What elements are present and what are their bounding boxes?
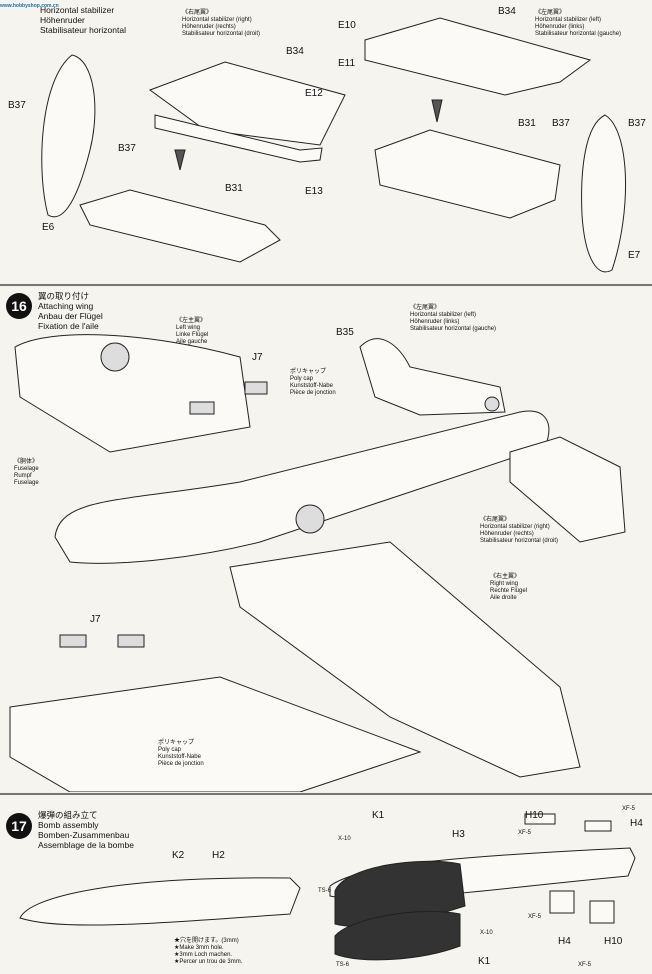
step17-title: 爆弾の組み立て Bomb assembly Bomben-Zusammenbau… — [38, 810, 134, 850]
right-stabilizer-label: 《右尾翼》 Horizontal stabilizer (right) Höhe… — [182, 10, 261, 37]
wing-assembly-drawing — [9, 334, 626, 792]
part-b31: B31 — [225, 183, 243, 194]
part-e6: E6 — [42, 222, 55, 233]
part-j7: J7 — [252, 352, 263, 363]
part-h10: H10 — [604, 936, 623, 947]
part-b31: B31 — [518, 118, 536, 129]
paint-code: X-10 — [480, 930, 493, 936]
paint-code: XF-5 — [578, 962, 592, 968]
paint-code: XF-5 — [518, 830, 532, 836]
step-stabilizer-panel: Horizontal stabilizer Höhenruder Stabili… — [0, 0, 652, 283]
bomb-assembly-drawing — [19, 813, 636, 961]
left-stabilizer-label: 《左尾翼》 Horizontal stabilizer (left) Höhen… — [535, 10, 622, 37]
part-h4: H4 — [630, 818, 643, 829]
step-number: 16 — [6, 293, 32, 319]
part-k1: K1 — [478, 956, 491, 967]
step17-panel: 17 爆弾の組み立て Bomb assembly Bomben-Zusammen… — [0, 796, 652, 974]
step16-panel: 16 翼の取り付け Attaching wing Anbau der Flüge… — [0, 287, 652, 792]
watermark-logo: www.hobbyshop.com.cn — [0, 0, 59, 42]
part-e7: E7 — [628, 250, 641, 261]
part-e11: E11 — [338, 58, 356, 69]
part-b34: B34 — [498, 6, 516, 17]
paint-code: TS-6 — [336, 962, 350, 968]
fuselage-label: 《胴体》 Fuselage Rumpf Fuselage — [14, 459, 39, 486]
part-e13: E13 — [305, 186, 323, 197]
divider — [0, 793, 652, 795]
part-h10: H10 — [525, 810, 544, 821]
part-b34: B34 — [286, 46, 304, 57]
part-b37: B37 — [8, 100, 26, 111]
part-b35: B35 — [336, 327, 354, 338]
part-k2: K2 — [172, 850, 185, 861]
part-e10: E10 — [338, 20, 356, 31]
part-h2: H2 — [212, 850, 225, 861]
part-h4: H4 — [558, 936, 571, 947]
polycap-label: ポリキャップ Poly cap Kunststoff-Nabe Pièce de… — [290, 369, 336, 396]
part-h3: H3 — [452, 829, 465, 840]
step16-title: 翼の取り付け Attaching wing Anbau der Flügel F… — [38, 291, 103, 331]
stabilizer-title-fr: Stabilisateur horizontal — [40, 25, 126, 35]
part-b37: B37 — [552, 118, 570, 129]
right-wing-label: 《右主翼》 Right wing Rechte Flügel Aile droi… — [490, 574, 528, 601]
stabilizer-title-de: Höhenruder — [40, 15, 85, 25]
paint-code: TS-6 — [318, 888, 332, 894]
stabilizer-title-en: Horizontal stabilizer — [40, 5, 115, 15]
hole-note: ★穴を開けます。(3mm) ★Make 3mm hole. ★3mm Loch … — [174, 938, 243, 965]
polycap-label-lower: ポリキャップ Poly cap Kunststoff-Nabe Pièce de… — [158, 740, 204, 767]
left-stabilizer-label: 《左尾翼》 Horizontal stabilizer (left) Höhen… — [410, 305, 497, 332]
stabilizer-drawing — [41, 17, 627, 273]
part-b37: B37 — [628, 118, 646, 129]
step-number: 17 — [6, 813, 32, 839]
part-k1: K1 — [372, 810, 385, 821]
left-wing-label: 《左主翼》 Left wing Linke Flügel Aile gauche — [176, 318, 209, 345]
paint-code: XF-5 — [622, 806, 636, 812]
part-b37: B37 — [118, 143, 136, 154]
divider — [0, 284, 652, 286]
part-e12: E12 — [305, 88, 323, 99]
stabilizer-title: Horizontal stabilizer Höhenruder Stabili… — [40, 5, 126, 35]
watermark-text: www.hobbyshop.com.cn — [0, 3, 59, 9]
part-j7: J7 — [90, 614, 101, 625]
paint-code: XF-5 — [528, 914, 542, 920]
paint-code: X-10 — [338, 836, 351, 842]
right-stabilizer-label: 《右尾翼》 Horizontal stabilizer (right) Höhe… — [480, 517, 559, 544]
